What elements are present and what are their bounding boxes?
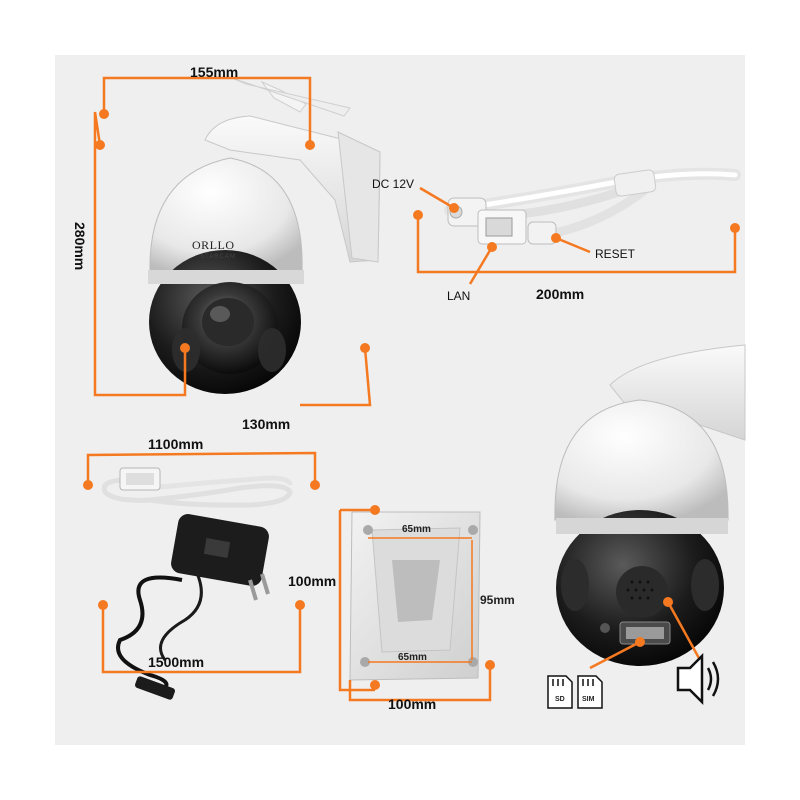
hole-vertical-label: 95mm [480, 593, 515, 607]
sim-card-icon [577, 675, 603, 709]
lan-cable-length-label: 1100mm [148, 436, 204, 452]
width-label: 155mm [190, 64, 239, 80]
cable-length-label: 200mm [536, 286, 585, 302]
mount-width-label: 100mm [388, 696, 437, 712]
lan-label: LAN [447, 289, 471, 303]
mount-height-label: 100mm [288, 573, 337, 589]
dc-label: DC 12V [372, 177, 415, 191]
lan-cable [101, 467, 293, 508]
dimension-lines [83, 76, 740, 702]
power-cable-length-label: 1500mm [148, 654, 205, 670]
hole-top-label: 65mm [402, 524, 431, 535]
height-label: 280mm [72, 222, 88, 271]
mounting-bracket [349, 511, 481, 681]
power-adapter [116, 514, 270, 700]
speaker-icon [676, 652, 720, 706]
reset-label: RESET [595, 247, 636, 261]
connector-cables [444, 167, 741, 245]
sim-label: SIM [582, 696, 595, 703]
sd-card-icon [547, 675, 573, 709]
depth-label: 130mm [242, 416, 291, 432]
hole-bottom-label: 65mm [398, 652, 427, 663]
brand-logo: ORLLO [192, 238, 235, 252]
camera-front-view [148, 77, 381, 394]
brand-sub: STARCAM [200, 254, 236, 260]
camera-bottom-view [554, 344, 746, 666]
sd-label: SD [555, 696, 565, 703]
